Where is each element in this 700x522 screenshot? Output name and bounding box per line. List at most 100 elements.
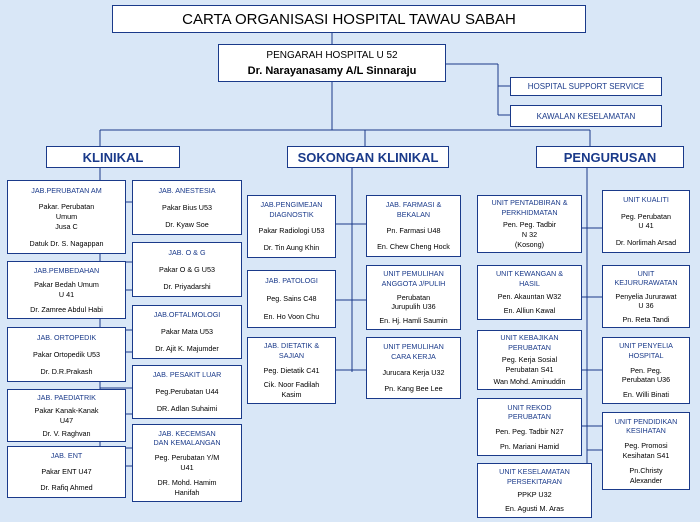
unit-box: JAB.PEMBEDAHAN Pakar Bedah Umum U 41 Dr.… bbox=[7, 261, 126, 319]
unit-grade: Peg. Promosi Kesihatan S41 bbox=[622, 441, 670, 460]
unit-grade: Pen. Peg. Perubatan U36 bbox=[621, 365, 671, 385]
unit-grade: Peg. Dietatik C41 bbox=[263, 365, 320, 375]
unit-box: JAB. FARMASI & BEKALAN Pn. Farmasi U48 E… bbox=[366, 195, 461, 257]
unit-title: UNIT PENDIDIKAN KESIHATAN bbox=[614, 416, 678, 436]
section-sokongan-klinikal: SOKONGAN KLINIKAL bbox=[287, 146, 449, 168]
unit-person: Pn. Reta Tandi bbox=[622, 314, 670, 324]
unit-title: JAB. ANESTESIA bbox=[158, 185, 216, 195]
unit-grade: Pakar. Perubatan Umum Jusa C bbox=[38, 202, 95, 231]
unit-person: Pn. Mariani Hamid bbox=[499, 441, 560, 451]
unit-title: UNIT KESELAMATAN PERSEKITARAN bbox=[499, 467, 570, 486]
unit-person: Dr. V. Raghvan bbox=[42, 428, 91, 438]
unit-grade: Jurucara Kerja U32 bbox=[382, 368, 445, 377]
unit-box: JAB. O & G Pakar O & G U53 Dr. Priyadars… bbox=[132, 242, 242, 297]
unit-person: Dr. Kyaw Soe bbox=[165, 219, 209, 229]
unit-person: Dr. Zamree Abdul Habi bbox=[30, 304, 103, 314]
unit-grade: Pakar Bedah Umum U 41 bbox=[34, 280, 99, 299]
unit-title: JAB. PAEDIATRIK bbox=[37, 392, 96, 402]
unit-person: DR. Mohd. Hamim Hanifah bbox=[157, 477, 217, 497]
unit-box: JAB.PENGIMEJAN DIAGNOSTIK Pakar Radiolog… bbox=[247, 195, 336, 258]
unit-title: JAB.PENGIMEJAN DIAGNOSTIK bbox=[260, 200, 323, 220]
unit-title: UNIT PEMULIHAN ANGGOTA J/PULIH bbox=[381, 269, 446, 288]
unit-person: Wan Mohd. Aminuddin bbox=[493, 377, 566, 387]
unit-grade: Pakar Mata U53 bbox=[161, 327, 213, 337]
unit-title: JAB. DIETATIK & SAJIAN bbox=[263, 341, 320, 361]
unit-box: UNIT KEBAJIKAN PERUBATAN Peg. Kerja Sosi… bbox=[477, 330, 582, 390]
unit-person: En. Hj. Hamli Saumin bbox=[379, 316, 448, 326]
unit-person: Dr. Norlimah Arsad bbox=[615, 237, 677, 247]
unit-box: JAB. KECEMSAN DAN KEMALANGAN Peg. Peruba… bbox=[132, 424, 242, 502]
director-box: PENGARAH HOSPITAL U 52 Dr. Narayanasamy … bbox=[218, 44, 446, 82]
unit-grade: Pakar Kanak-Kanak U47 bbox=[34, 405, 99, 425]
unit-title: UNIT KEWANGAN & HASIL bbox=[495, 269, 564, 288]
unit-title: JAB. PESAKIT LUAR bbox=[152, 370, 222, 380]
unit-box: UNIT KEWANGAN & HASIL Pen. Akauntan W32 … bbox=[477, 265, 582, 320]
unit-grade: Peg. Perubatan Y/M U41 bbox=[154, 453, 220, 472]
unit-box: UNIT KESELAMATAN PERSEKITARAN PPKP U32 E… bbox=[477, 463, 592, 518]
section-pengurusan: PENGURUSAN bbox=[536, 146, 684, 168]
unit-title: UNIT KUALITI bbox=[623, 195, 669, 205]
unit-person: Dr. Ajit K. Majumder bbox=[155, 343, 219, 353]
unit-grade: Peg. Kerja Sosial Perubatan S41 bbox=[501, 355, 558, 374]
unit-box: UNIT PENYELIA HOSPITAL Pen. Peg. Perubat… bbox=[602, 337, 690, 404]
unit-title: UNIT KEJURURAWATAN bbox=[614, 268, 678, 288]
unit-box: JAB. PATOLOGI Peg. Sains C48 En. Ho Voon… bbox=[247, 270, 336, 328]
chart-title: CARTA ORGANISASI HOSPITAL TAWAU SABAH bbox=[112, 5, 586, 33]
unit-grade: PPKP U32 bbox=[517, 490, 552, 500]
unit-title: UNIT PENTADBIRAN & PERKHIDMATAN bbox=[491, 198, 568, 218]
unit-box: UNIT PENTADBIRAN & PERKHIDMATAN Pen. Peg… bbox=[477, 195, 582, 253]
unit-title: JAB. PATOLOGI bbox=[265, 276, 318, 286]
unit-person: Cik. Noor Fadilah Kasim bbox=[263, 380, 320, 399]
unit-grade: Pakar Bius U53 bbox=[162, 202, 212, 212]
unit-box: UNIT REKOD PERUBATAN Pen. Peg. Tadbir N2… bbox=[477, 398, 582, 456]
unit-grade: Pakar Ortopedik U53 bbox=[32, 349, 101, 359]
unit-person: Pn. Kang Bee Lee bbox=[384, 384, 443, 394]
unit-box: UNIT KUALITI Peg. Perubatan U 41 Dr. Nor… bbox=[602, 190, 690, 253]
unit-person: Dr. Priyadarshi bbox=[163, 281, 211, 291]
unit-person: En. Willi Binati bbox=[623, 389, 669, 399]
unit-box: UNIT PENDIDIKAN KESIHATAN Peg. Promosi K… bbox=[602, 412, 690, 490]
unit-title: UNIT PENYELIA HOSPITAL bbox=[619, 341, 673, 361]
unit-box: UNIT PEMULIHAN ANGGOTA J/PULIH Perubatan… bbox=[366, 265, 461, 330]
unit-title: JAB. ENT bbox=[50, 451, 83, 461]
unit-person: En. Chew Cheng Hock bbox=[377, 242, 450, 252]
unit-grade: Pen. Peg. Tadbir N 32 (Kosong) bbox=[502, 220, 556, 249]
unit-box: JAB. ORTOPEDIK Pakar Ortopedik U53 Dr. D… bbox=[7, 327, 126, 382]
section-klinikal: KLINIKAL bbox=[46, 146, 180, 168]
unit-title: JAB.OFTALMOLOGI bbox=[153, 310, 221, 320]
unit-title: JAB. FARMASI & BEKALAN bbox=[385, 200, 442, 219]
unit-title: JAB. ORTOPEDIK bbox=[36, 332, 97, 342]
unit-grade: Perubatan Jurupulih U36 bbox=[391, 292, 436, 312]
unit-box: UNIT KEJURURAWATAN Penyelia Jururawat U … bbox=[602, 265, 690, 328]
unit-box: JAB.PERUBATAN AM Pakar. Perubatan Umum J… bbox=[7, 180, 126, 254]
unit-grade: Peg.Perubatan U44 bbox=[155, 387, 219, 397]
unit-title: UNIT PEMULIHAN CARA KERJA bbox=[383, 342, 444, 361]
unit-grade: Pakar Radiologi U53 bbox=[258, 226, 325, 236]
unit-person: Pn.Christy Alexander bbox=[629, 465, 663, 485]
unit-title: JAB.PEMBEDAHAN bbox=[33, 265, 100, 275]
director-position: PENGARAH HOSPITAL U 52 bbox=[266, 50, 398, 61]
unit-person: Datuk Dr. S. Nagappan bbox=[29, 238, 104, 248]
unit-grade: Peg. Sains C48 bbox=[266, 294, 317, 304]
unit-title: JAB. KECEMSAN DAN KEMALANGAN bbox=[153, 428, 221, 448]
unit-title: UNIT KEBAJIKAN PERUBATAN bbox=[500, 333, 559, 352]
unit-grade: Pakar ENT U47 bbox=[41, 467, 92, 477]
unit-person: DR. Adlan Suhaimi bbox=[156, 403, 218, 413]
unit-person: En. Alliun Kawal bbox=[503, 306, 556, 316]
unit-box: JAB. ANESTESIA Pakar Bius U53 Dr. Kyaw S… bbox=[132, 180, 242, 235]
unit-box: JAB. DIETATIK & SAJIAN Peg. Dietatik C41… bbox=[247, 337, 336, 404]
hospital-support-service-box: HOSPITAL SUPPORT SERVICE bbox=[510, 77, 662, 96]
unit-title: JAB. O & G bbox=[168, 247, 206, 257]
unit-grade: Pakar O & G U53 bbox=[159, 264, 215, 274]
unit-box: JAB.OFTALMOLOGI Pakar Mata U53 Dr. Ajit … bbox=[132, 305, 242, 359]
unit-grade: Pn. Farmasi U48 bbox=[386, 226, 441, 235]
unit-title: JAB.PERUBATAN AM bbox=[31, 185, 102, 195]
unit-person: Dr. Tin Aung Khin bbox=[263, 242, 320, 252]
unit-title: UNIT REKOD PERUBATAN bbox=[507, 402, 552, 422]
unit-box: JAB. ENT Pakar ENT U47 Dr. Rafiq Ahmed bbox=[7, 446, 126, 498]
unit-person: Dr. Rafiq Ahmed bbox=[40, 483, 93, 493]
unit-box: JAB. PAEDIATRIK Pakar Kanak-Kanak U47 Dr… bbox=[7, 389, 126, 442]
unit-person: En. Ho Voon Chu bbox=[263, 312, 320, 322]
unit-grade: Penyelia Jururawat U 36 bbox=[615, 291, 677, 311]
kawalan-keselamatan-box: KAWALAN KESELAMATAN bbox=[510, 105, 662, 127]
